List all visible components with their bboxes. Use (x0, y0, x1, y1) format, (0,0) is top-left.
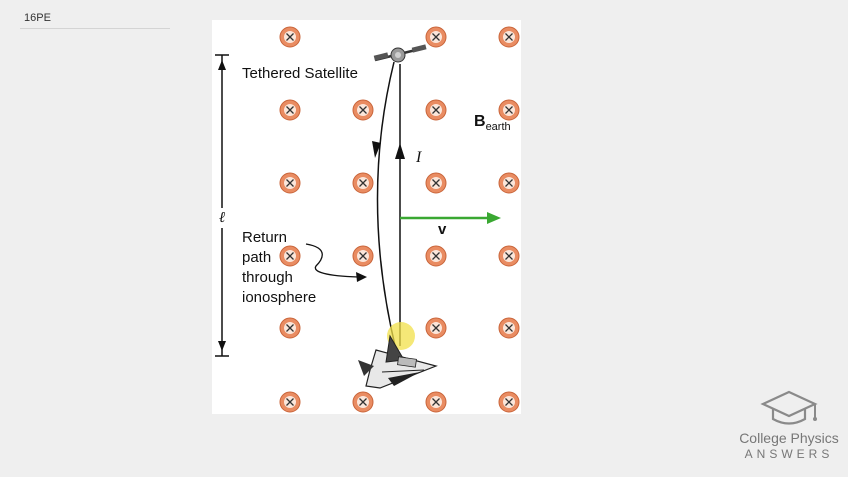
magnetic-field-symbols (279, 26, 520, 413)
field-into-page-symbol (498, 26, 520, 48)
field-into-page-symbol (352, 245, 374, 267)
return-path-curve (376, 61, 397, 351)
satellite-icon (373, 44, 427, 63)
field-into-page-symbol (279, 391, 301, 413)
field-into-page-symbol (279, 26, 301, 48)
field-into-page-symbol (498, 391, 520, 413)
field-into-page-symbol (498, 317, 520, 339)
length-dimension: ℓ (214, 54, 230, 357)
svg-text:Return: Return (242, 229, 287, 246)
space-shuttle-icon (358, 334, 438, 389)
field-into-page-symbol (352, 391, 374, 413)
tethered-satellite-diagram: ℓ I v Bearth Tethered Satellite Return p… (212, 20, 521, 414)
field-into-page-symbol (279, 317, 301, 339)
return-path-label: Return path through ionosphere (242, 229, 316, 306)
current-label: I (415, 149, 422, 166)
field-into-page-symbol (498, 99, 520, 121)
brand-line-1: College Physics (739, 430, 839, 446)
svg-text:path: path (242, 249, 271, 266)
field-into-page-symbol (352, 99, 374, 121)
header-divider (20, 28, 170, 29)
satellite-label: Tethered Satellite (242, 65, 358, 82)
diagram-canvas: ℓ I v Bearth Tethered Satellite Return p… (214, 26, 520, 413)
field-into-page-symbol (498, 245, 520, 267)
field-into-page-symbol (498, 172, 520, 194)
return-path-pointer (305, 243, 359, 278)
field-into-page-symbol (279, 245, 301, 267)
svg-text:ionosphere: ionosphere (242, 289, 316, 306)
return-path-pointer-head (356, 272, 367, 282)
return-path-arrowhead (372, 141, 381, 158)
field-into-page-symbol (352, 172, 374, 194)
field-into-page-symbol (425, 26, 447, 48)
slide-number-label: 16PE (24, 12, 51, 24)
field-label: Bearth (474, 113, 511, 133)
field-into-page-symbol (425, 172, 447, 194)
field-into-page-symbol (425, 317, 447, 339)
field-into-page-symbol (425, 245, 447, 267)
velocity-label: v (438, 221, 447, 238)
length-label: ℓ (219, 210, 225, 226)
field-into-page-symbol (279, 99, 301, 121)
graduation-cap-icon (760, 390, 818, 425)
current-arrowhead (395, 143, 405, 159)
svg-text:through: through (242, 269, 293, 286)
college-physics-answers-logo: College Physics ANSWERS (733, 388, 848, 468)
field-into-page-symbol (425, 391, 447, 413)
field-into-page-symbol (425, 99, 447, 121)
field-into-page-symbol (279, 172, 301, 194)
brand-line-2: ANSWERS (744, 447, 834, 461)
